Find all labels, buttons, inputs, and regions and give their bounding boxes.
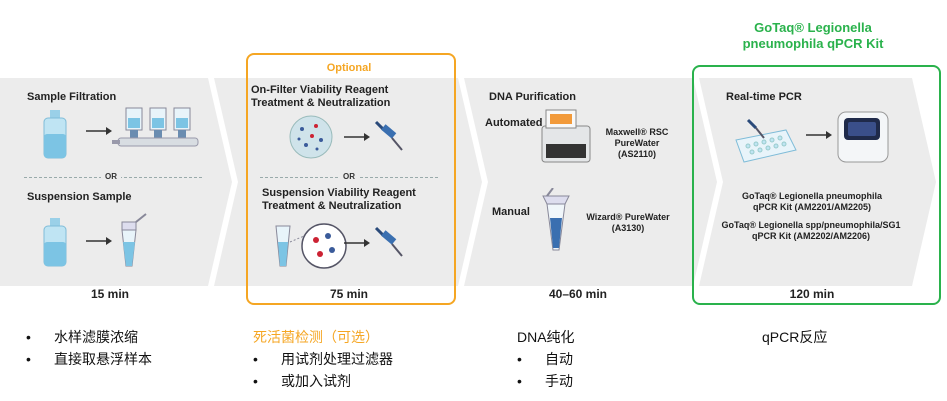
manual-label: Manual <box>492 206 530 218</box>
water-bottle-icon <box>43 218 67 267</box>
spin-column-icon <box>542 188 570 251</box>
note-item: 或加入试剂 <box>253 370 393 392</box>
arrow-icon <box>806 131 832 139</box>
notes-col1: 水样滤膜浓缩 直接取悬浮样本 <box>26 326 152 370</box>
on-filter-title: On-Filter Viability Reagent Treatment & … <box>251 84 391 109</box>
stage2-time: 75 min <box>329 287 368 301</box>
kit-title: GoTaq® Legionella pneumophila qPCR Kit <box>742 20 884 51</box>
notes-col2: 用试剂处理过滤器 或加入试剂 <box>253 348 393 392</box>
notes-col2-title: 死活菌检测（可选） <box>253 329 379 345</box>
kit2-label: GoTaq® Legionella spp/pneumophila/SG1 qP… <box>721 220 901 241</box>
maxwell-label: Maxwell® RSC PureWater (AS2110) <box>605 127 669 159</box>
or-label: OR <box>101 172 121 181</box>
stage3-time: 40–60 min <box>548 287 608 301</box>
arrow-icon <box>344 133 370 141</box>
notes-col3-title: DNA纯化 <box>517 329 575 345</box>
filter-membrane-icon <box>289 115 333 159</box>
sample-filtration-title: Sample Filtration <box>27 91 117 103</box>
note-item: 水样滤膜浓缩 <box>26 326 152 348</box>
qpcr-instrument-icon <box>837 111 889 163</box>
note-item: 用试剂处理过滤器 <box>253 348 393 370</box>
note-item: 自动 <box>517 348 573 370</box>
notes-col4-title: qPCR反应 <box>762 329 828 345</box>
pipette-icon <box>374 120 403 151</box>
stage1-time: 15 min <box>90 287 129 301</box>
arrow-icon <box>344 239 370 247</box>
or-label: OR <box>339 172 359 181</box>
pipette-icon <box>374 226 403 257</box>
optional-highlight-box <box>246 53 456 305</box>
dna-purification-title: DNA Purification <box>489 91 576 103</box>
stage4-time: 120 min <box>789 287 835 301</box>
arrow-icon <box>86 127 112 135</box>
water-bottle-icon <box>43 110 67 159</box>
suspension-viability-title: Suspension Viability Reagent Treatment &… <box>262 187 416 212</box>
notes-col3: 自动 手动 <box>517 348 573 392</box>
arrow-icon <box>86 237 112 245</box>
note-item: 手动 <box>517 370 573 392</box>
kit-highlight-box <box>692 65 941 305</box>
kit1-label: GoTaq® Legionella pneumophila qPCR Kit (… <box>742 191 882 212</box>
tube-with-sample-icon <box>275 223 347 269</box>
pcr-plate-icon <box>735 118 797 163</box>
real-time-pcr-title: Real-time PCR <box>726 91 802 103</box>
filtration-manifold-icon <box>112 107 199 147</box>
note-item: 直接取悬浮样本 <box>26 348 152 370</box>
maxwell-instrument-icon <box>541 109 591 163</box>
optional-label: Optional <box>326 62 372 74</box>
tube-icon <box>121 213 147 267</box>
wizard-label: Wizard® PureWater (A3130) <box>586 212 670 233</box>
suspension-sample-title: Suspension Sample <box>27 191 132 203</box>
automated-label: Automated <box>485 117 543 129</box>
